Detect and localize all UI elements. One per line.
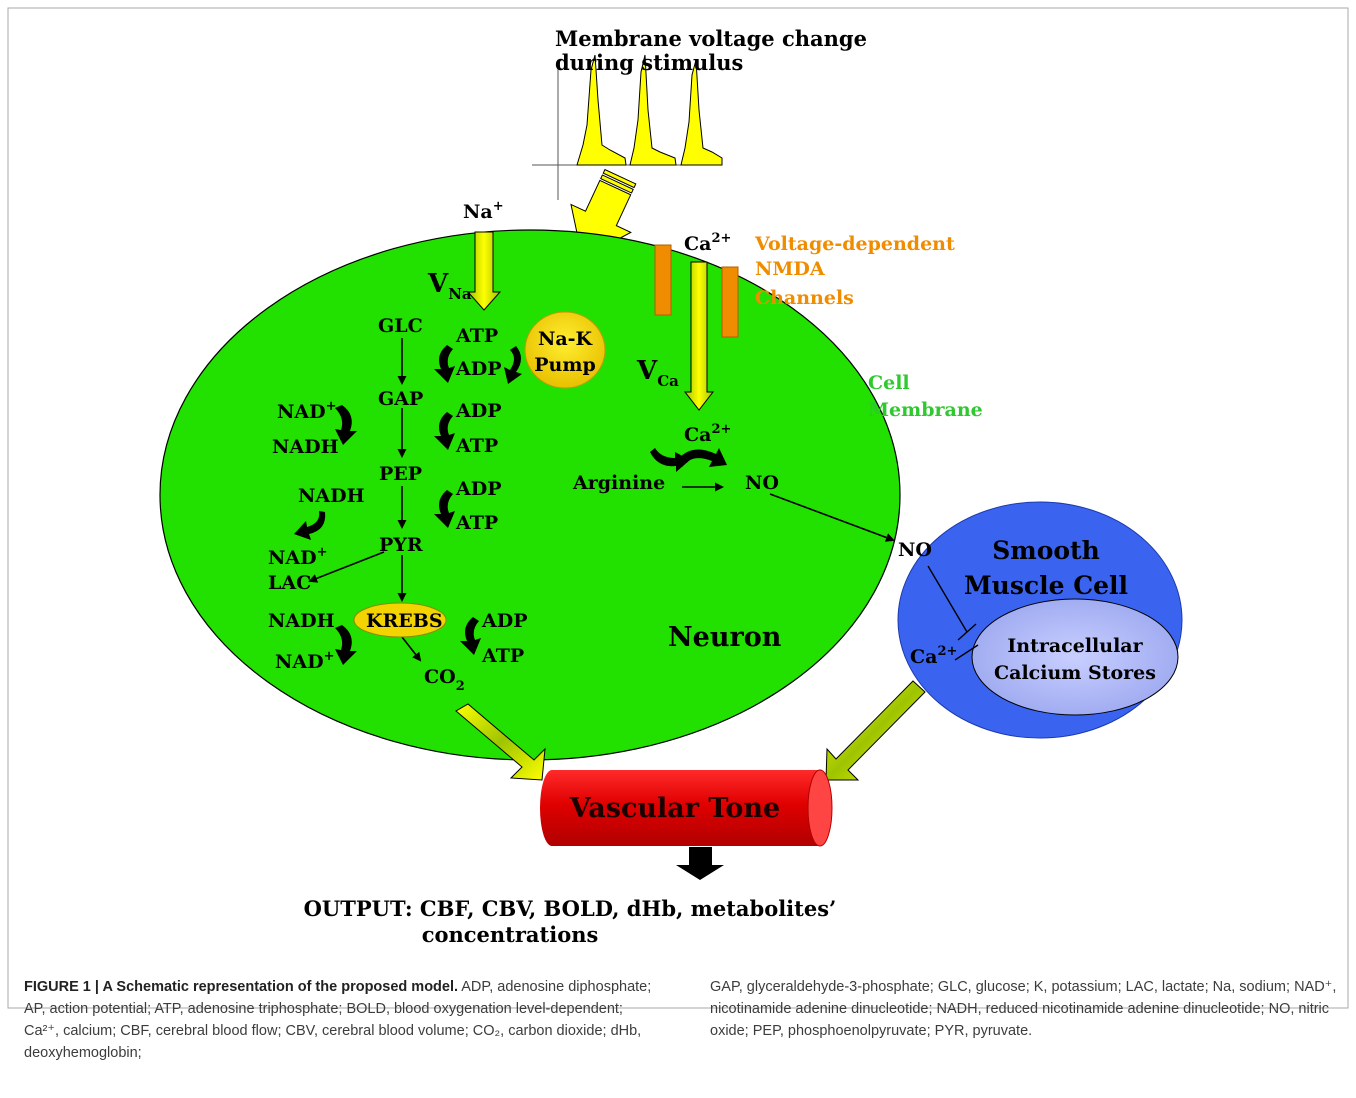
v-na-label: VNa	[427, 269, 472, 303]
caption-left-column: FIGURE 1 | A Schematic representation of…	[24, 976, 654, 1064]
v-ca-label: VCa	[636, 356, 679, 390]
action-potential-2	[629, 54, 677, 166]
adp-label-3: ADP	[455, 478, 502, 500]
ca-influx-arrow	[683, 261, 715, 411]
stores-label-line1: Intracellular	[1007, 635, 1143, 657]
ca-ion-label: Ca2+	[684, 231, 731, 255]
vascular-tone-label: Vascular Tone	[569, 793, 780, 824]
pump-label-line2: Pump	[534, 354, 596, 376]
no-label-neuron: NO	[745, 472, 779, 494]
figure-border	[7, 7, 1349, 1009]
caption-figure-label: FIGURE 1 | A Schematic representation of…	[24, 979, 459, 995]
curved-arrow-atp-adp-right	[504, 346, 522, 384]
neuron-cell	[159, 229, 901, 761]
output-label-line1: OUTPUT: CBF, CBV, BOLD, dHb, metabolites…	[304, 896, 837, 921]
intracellular-calcium-stores	[971, 598, 1179, 716]
co2-to-vascular-arrow	[455, 703, 546, 781]
stimulus-title-line2: during stimulus	[555, 50, 743, 75]
output-arrow	[676, 847, 724, 880]
ca-inner-label: Ca2+	[684, 422, 731, 446]
caption-left-text: ADP, adenosine diphosphate; AP, action p…	[24, 979, 652, 1061]
figure-caption: FIGURE 1 | A Schematic representation of…	[24, 976, 1340, 1064]
voltage-trace	[532, 54, 723, 200]
nad-label-3: NAD+	[275, 649, 335, 673]
nadh-label-2: NADH	[298, 485, 365, 507]
smooth-muscle-label-line2: Muscle Cell	[964, 571, 1128, 600]
pyr-label: PYR	[379, 534, 423, 556]
gap-label: GAP	[378, 388, 423, 410]
glycolysis-arrows	[308, 338, 895, 662]
na-ion-label: Na+	[463, 199, 504, 223]
curved-arrow-ca-top	[676, 448, 727, 467]
nmda-channel-left	[654, 244, 672, 316]
vascular-tone-vessel	[540, 769, 833, 847]
curved-arrow-nadh-nad-krebs	[335, 625, 357, 665]
adp-label-2: ADP	[455, 400, 502, 422]
nad-label-1: NAD+	[277, 399, 337, 423]
smc-to-vascular-arrow	[825, 680, 926, 781]
curved-arrow-adp-atp-2	[434, 490, 455, 528]
adp-label-1: ADP	[455, 358, 502, 380]
cofactor-curved-arrows	[294, 345, 727, 665]
smooth-muscle-label-line1: Smooth	[992, 536, 1100, 565]
caption-right-text: GAP, glyceraldehyde-3-phosphate; GLC, gl…	[710, 979, 1337, 1039]
krebs-label: KREBS	[366, 610, 443, 632]
curved-arrow-atp-adp-left	[434, 345, 455, 383]
curved-arrow-ca-left	[650, 448, 690, 472]
nadh-label-1: NADH	[272, 436, 339, 458]
na-influx-arrow	[466, 231, 502, 311]
channels-label-line2: NMDA	[755, 258, 825, 280]
co2-label: CO2	[424, 666, 465, 694]
action-potential-3	[680, 59, 723, 166]
nadh-label-3: NADH	[268, 610, 335, 632]
no-inhibition	[927, 565, 979, 661]
atp-label-4: ATP	[481, 645, 524, 667]
lac-label: LAC	[268, 572, 311, 594]
output-label-line2: concentrations	[422, 922, 599, 947]
channels-label-line1: Voltage-dependent	[754, 233, 955, 255]
curved-arrow-nadh-nad	[294, 511, 326, 540]
atp-label-3: ATP	[455, 512, 498, 534]
cell-membrane-label-line1: Cell	[868, 372, 910, 394]
na-k-pump	[524, 311, 606, 389]
glc-label: GLC	[378, 315, 423, 337]
atp-label-2: ATP	[455, 435, 498, 457]
pump-label-line1: Na-K	[538, 328, 594, 350]
action-potential-1	[576, 54, 627, 166]
krebs-cycle	[353, 602, 447, 638]
pep-label: PEP	[379, 463, 422, 485]
stimulus-title-line1: Membrane voltage change	[555, 26, 867, 51]
channels-label-line3: Channels	[755, 287, 854, 309]
caption-right-column: GAP, glyceraldehyde-3-phosphate; GLC, gl…	[710, 976, 1340, 1064]
neuron-label: Neuron	[668, 622, 782, 653]
adp-label-4: ADP	[481, 610, 528, 632]
atp-label-1: ATP	[455, 325, 498, 347]
cell-membrane-label-line2: Membrane	[868, 399, 983, 421]
curved-arrow-adp-atp-1	[434, 412, 455, 450]
nmda-channel-right	[721, 266, 739, 338]
no-label-smc: NO	[898, 539, 932, 561]
curved-arrow-nad-nadh	[335, 405, 357, 445]
curved-arrow-adp-atp-3	[460, 617, 481, 655]
stores-label-line2: Calcium Stores	[994, 662, 1156, 684]
nad-label-2: NAD+	[268, 545, 328, 569]
arginine-label: Arginine	[572, 472, 665, 494]
smc-ca-label: Ca2+	[910, 644, 957, 668]
